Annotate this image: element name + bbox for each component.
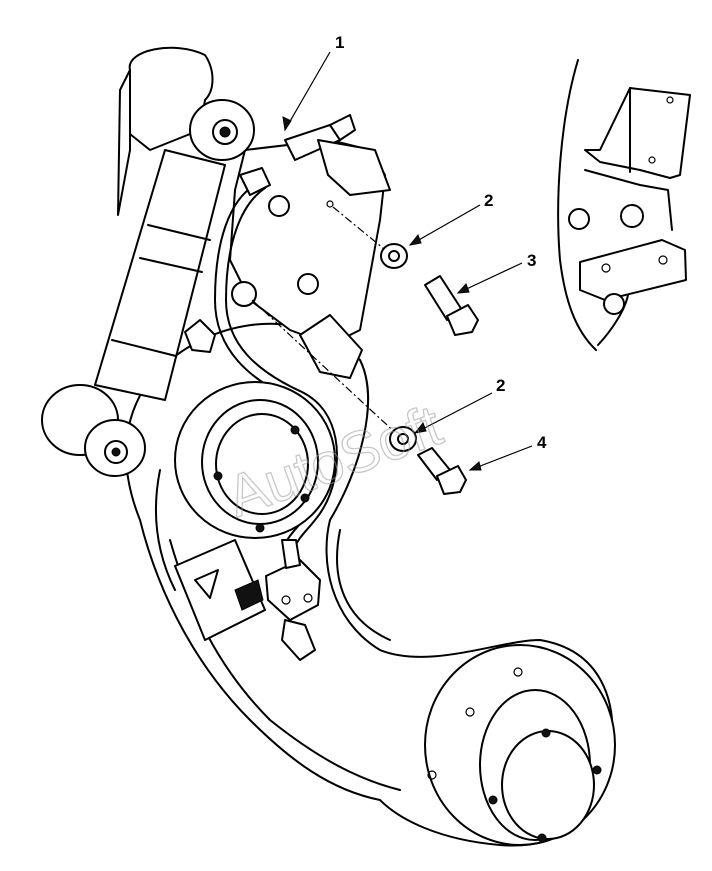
valve-block: [317, 139, 391, 196]
plate-bolt-head: [268, 195, 290, 217]
leader-line-2b: [414, 392, 493, 434]
callout-1: 1: [335, 33, 344, 52]
leader-line-1: [284, 51, 331, 131]
bolt-4: [417, 447, 467, 495]
lower-hub-flange: [424, 644, 616, 846]
upper-hub: [174, 381, 336, 539]
callout-3: 3: [527, 251, 536, 270]
callout-leaders: [282, 51, 533, 471]
washer-lower: [389, 426, 417, 452]
callout-2-lower: 2: [496, 376, 505, 395]
bolt-3: [424, 275, 479, 336]
plate-hole: [231, 281, 257, 307]
leader-line-3: [457, 262, 523, 294]
callout-4: 4: [537, 433, 547, 452]
washer-upper: [380, 243, 408, 269]
assembly-line: [251, 299, 401, 438]
shock-absorber: [41, 46, 255, 477]
warning-label: [174, 539, 266, 641]
plate-hole-small: [326, 200, 334, 208]
grease-fitting: [184, 319, 216, 353]
hose-fitting: [239, 167, 271, 196]
callout-2-upper: 2: [484, 191, 493, 210]
leader-line-2a: [409, 204, 481, 246]
plate-bolt-head: [297, 273, 319, 295]
detail-inset: [557, 59, 691, 351]
hose-clamp: [299, 314, 363, 379]
